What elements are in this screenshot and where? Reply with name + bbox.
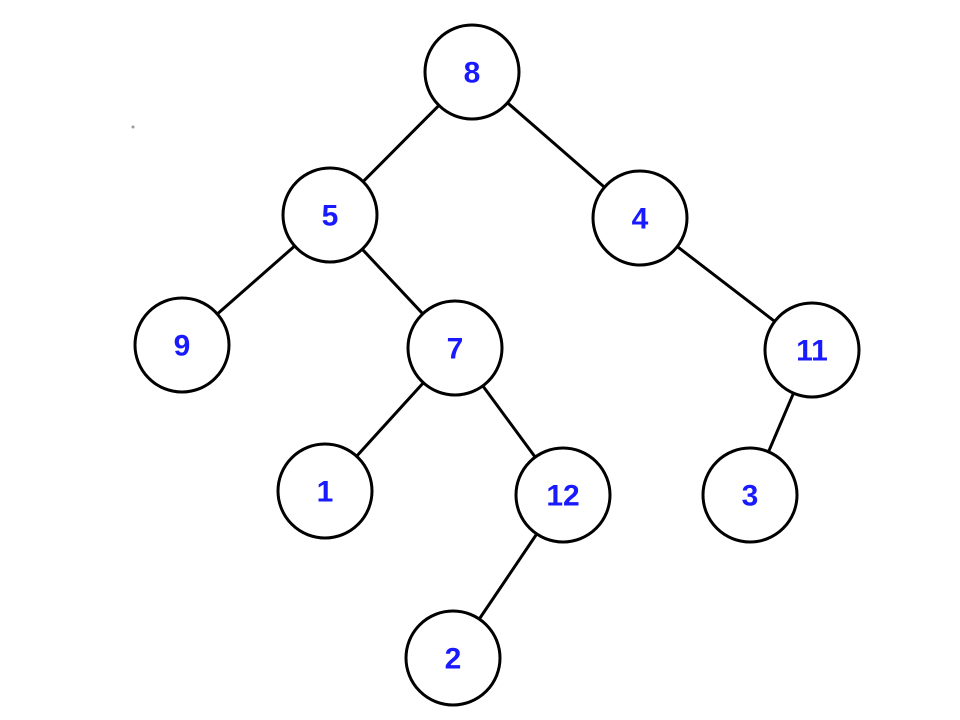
edge-7-12	[481, 385, 537, 458]
tree-node-12: 12	[514, 446, 612, 544]
node-circle	[591, 169, 689, 267]
tree-node-7: 7	[406, 299, 504, 397]
tree-node-3: 3	[701, 446, 799, 544]
edge-8-5	[362, 104, 440, 183]
tree-node-1: 1	[276, 442, 374, 540]
node-label: 8	[464, 57, 481, 90]
edge-7-1	[355, 381, 425, 458]
node-circle	[763, 301, 861, 399]
node-circle	[133, 296, 231, 394]
stray-dot	[131, 125, 135, 129]
tree-node-9: 9	[133, 296, 231, 394]
node-label: 7	[447, 333, 464, 366]
tree-node-4: 4	[591, 169, 689, 267]
node-circle	[276, 442, 374, 540]
node-label: 4	[632, 203, 649, 236]
edge-12-2	[478, 533, 538, 620]
tree-node-11: 11	[763, 301, 861, 399]
node-label: 2	[445, 643, 462, 676]
node-circle	[514, 446, 612, 544]
tree-node-5: 5	[281, 166, 379, 264]
node-circle	[281, 166, 379, 264]
node-circle	[423, 23, 521, 121]
node-label: 9	[174, 330, 191, 363]
node-circle	[406, 299, 504, 397]
edge-5-9	[216, 244, 296, 316]
node-circle	[701, 446, 799, 544]
tree-node-2: 2	[404, 609, 502, 707]
node-label: 11	[796, 335, 828, 368]
tree-node-8: 8	[423, 23, 521, 121]
edge-4-11	[676, 245, 776, 323]
edge-5-7	[361, 248, 424, 315]
node-label: 1	[317, 476, 334, 509]
node-label: 5	[322, 200, 339, 233]
edge-11-3	[767, 392, 795, 453]
node-label: 3	[742, 480, 759, 513]
node-circle	[404, 609, 502, 707]
node-label: 12	[546, 480, 579, 513]
edge-8-4	[506, 101, 606, 189]
tree-edges	[216, 101, 795, 620]
